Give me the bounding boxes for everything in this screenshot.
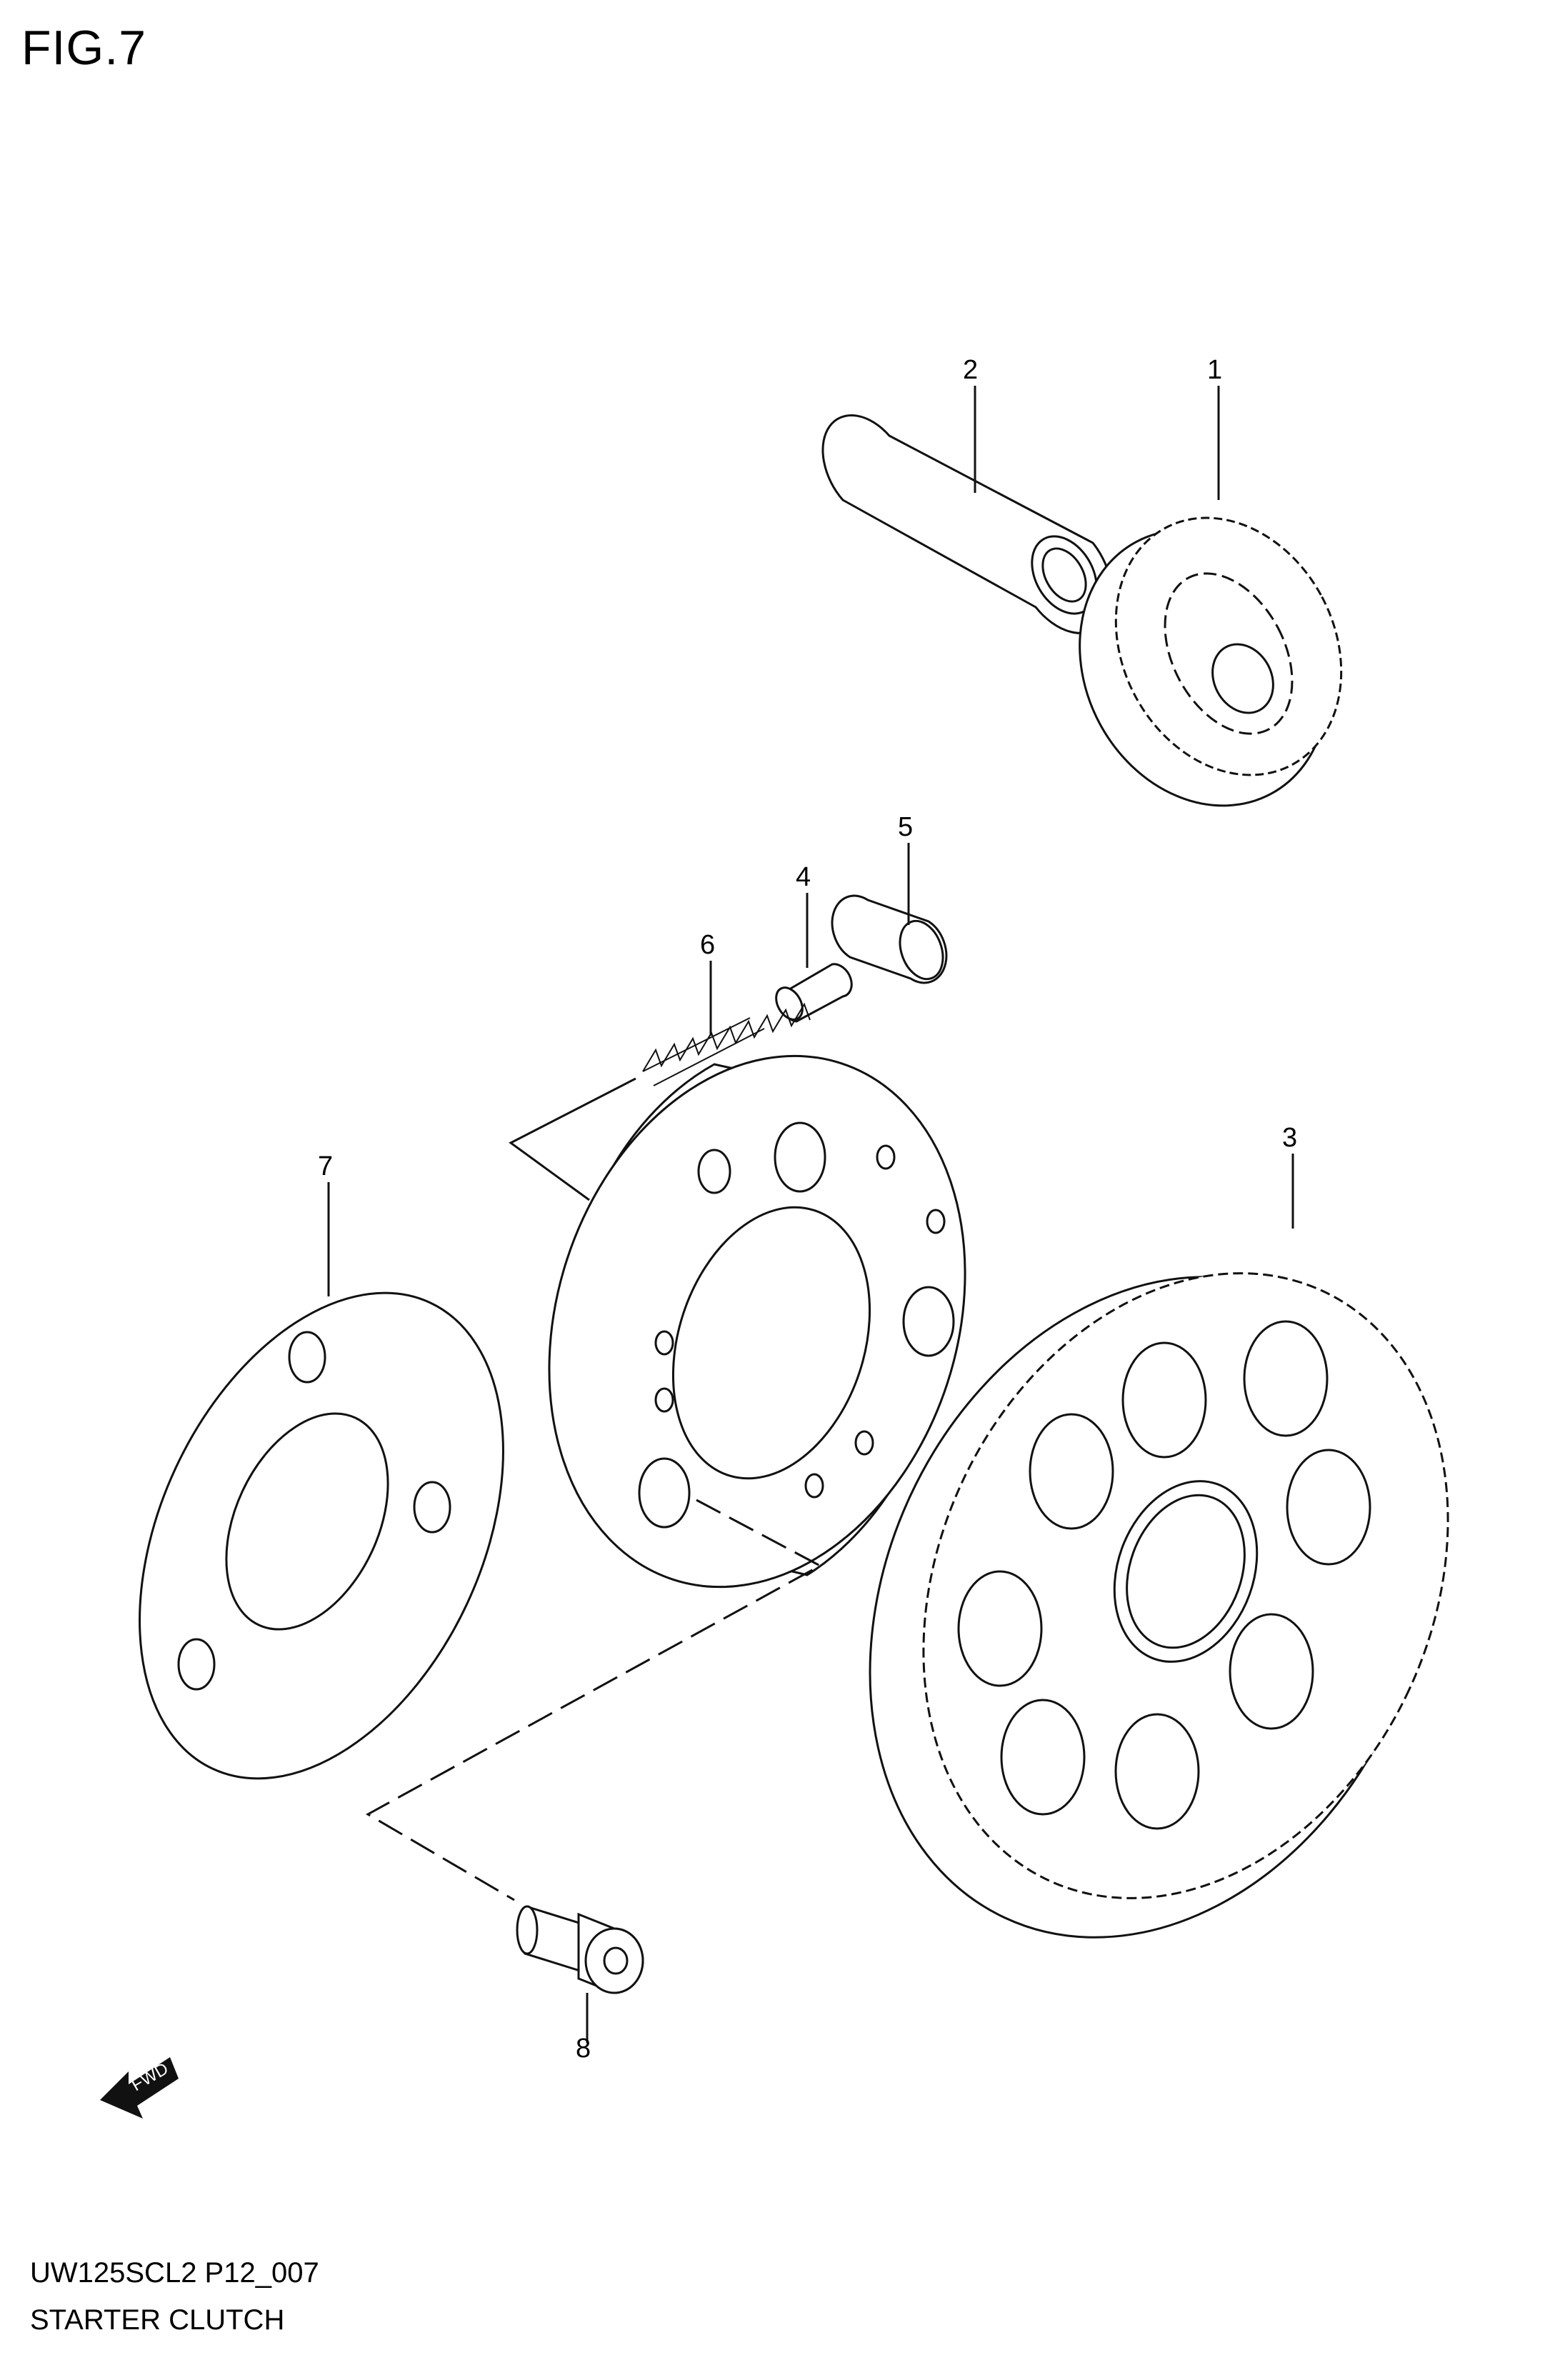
starter-clutch-body-icon bbox=[548, 1054, 966, 1589]
callout-8: 8 bbox=[576, 2034, 591, 2064]
starter-driven-gear-icon bbox=[869, 1272, 1449, 1939]
callout-2: 2 bbox=[963, 355, 978, 385]
figure-title: FIG.7 bbox=[21, 21, 147, 75]
diagram-code: UW125SCL2 P12_007 bbox=[30, 2257, 319, 2289]
bolt-icon bbox=[516, 1905, 644, 1994]
callout-3: 3 bbox=[1282, 1123, 1297, 1153]
roller-pin-icon bbox=[775, 963, 853, 1023]
callout-7: 7 bbox=[318, 1151, 333, 1181]
fwd-arrow-icon: FWD bbox=[100, 2057, 179, 2119]
plate-icon bbox=[139, 1291, 504, 1780]
callout-1: 1 bbox=[1207, 355, 1222, 385]
leader-lines bbox=[327, 386, 1294, 2043]
diagram-name: STARTER CLUTCH bbox=[30, 2304, 285, 2336]
callout-6: 6 bbox=[700, 930, 715, 960]
starter-idle-gear-icon bbox=[1079, 516, 1343, 807]
callout-5: 5 bbox=[898, 812, 913, 842]
shaft-icon bbox=[821, 414, 1114, 634]
callout-4: 4 bbox=[796, 862, 811, 892]
spring-icon bbox=[642, 1002, 811, 1086]
roller-icon bbox=[831, 894, 948, 984]
